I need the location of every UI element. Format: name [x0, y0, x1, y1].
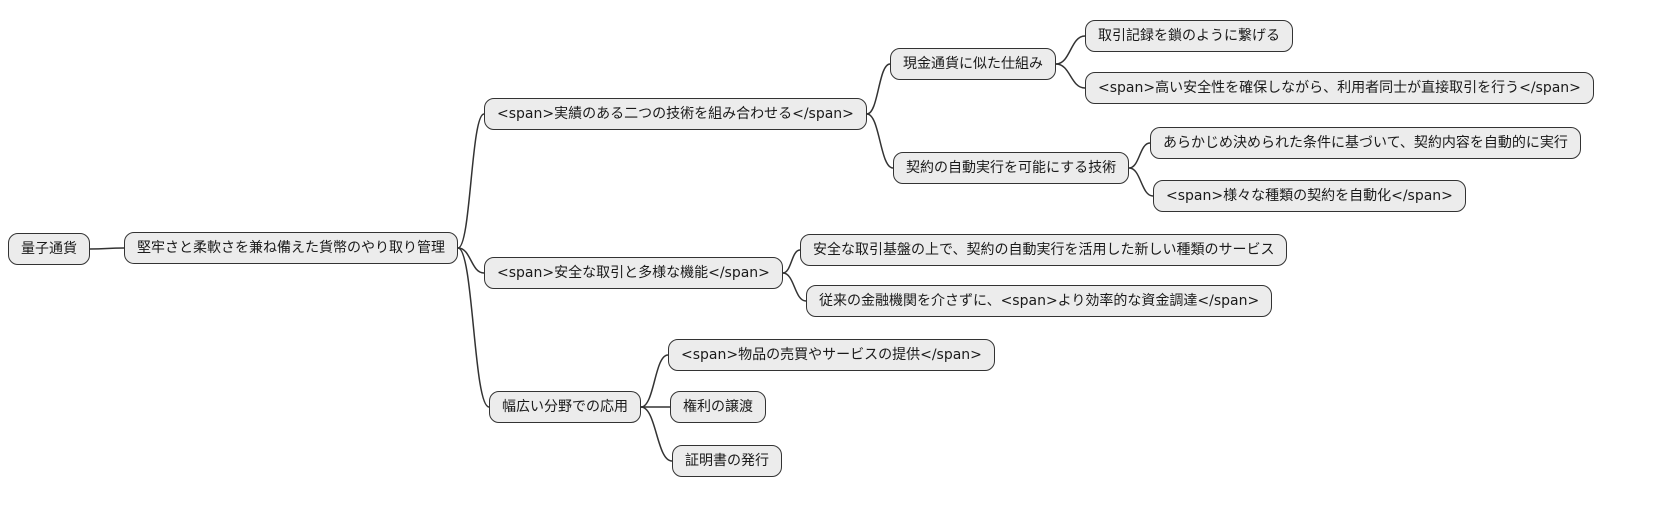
mindmap-node-auto-execute: あらかじめ決められた条件に基づいて、契約内容を自動的に実行 — [1150, 127, 1581, 159]
connector-line — [457, 113, 485, 249]
mindmap-node-cash-like: 現金通貨に似た仕組み — [890, 48, 1056, 80]
mindmap-node-contract-automation: <span>様々な種類の契約を自動化</span> — [1153, 180, 1466, 212]
connector-line — [1128, 167, 1154, 197]
connector-line — [1055, 63, 1086, 89]
connector-line — [1055, 35, 1086, 65]
mindmap-node-p2p-secure: <span>高い安全性を確保しながら、利用者同士が直接取引を行う</span> — [1085, 72, 1594, 104]
connector-line — [640, 354, 669, 408]
connector-line — [866, 63, 891, 115]
mindmap-node-secure-features: <span>安全な取引と多様な機能</span> — [484, 257, 783, 289]
connector-line — [866, 113, 894, 169]
connector-line — [89, 247, 125, 250]
mindmap-node-root: 量子通貨 — [8, 233, 90, 265]
mindmap-node-new-services: 安全な取引基盤の上で、契約の自動実行を活用した新しい種類のサービス — [800, 234, 1288, 266]
mindmap-node-certificates: 証明書の発行 — [672, 445, 782, 477]
mindmap-node-goods-services: <span>物品の売買やサービスの提供</span> — [668, 339, 995, 371]
mindmap-node-chain-records: 取引記録を鎖のように繋げる — [1085, 20, 1293, 52]
mindmap-node-applications: 幅広い分野での応用 — [489, 391, 641, 423]
mindmap-node-tech-combo: <span>実績のある二つの技術を組み合わせる</span> — [484, 98, 867, 130]
connector-line — [782, 249, 801, 274]
connector-line — [457, 247, 485, 274]
mindmap-node-fundraising: 従来の金融機関を介さずに、<span>より効率的な資金調達</span> — [806, 285, 1273, 317]
mindmap-node-rights-transfer: 権利の譲渡 — [670, 391, 766, 423]
mindmap-node-auto-contract-tech: 契約の自動実行を可能にする技術 — [893, 152, 1130, 184]
connector-line — [782, 272, 807, 302]
connector-line — [640, 406, 673, 462]
mindmap-node-summary: 堅牢さと柔軟さを兼ね備えた貨幣のやり取り管理 — [124, 232, 458, 264]
connector-line — [1128, 142, 1151, 169]
